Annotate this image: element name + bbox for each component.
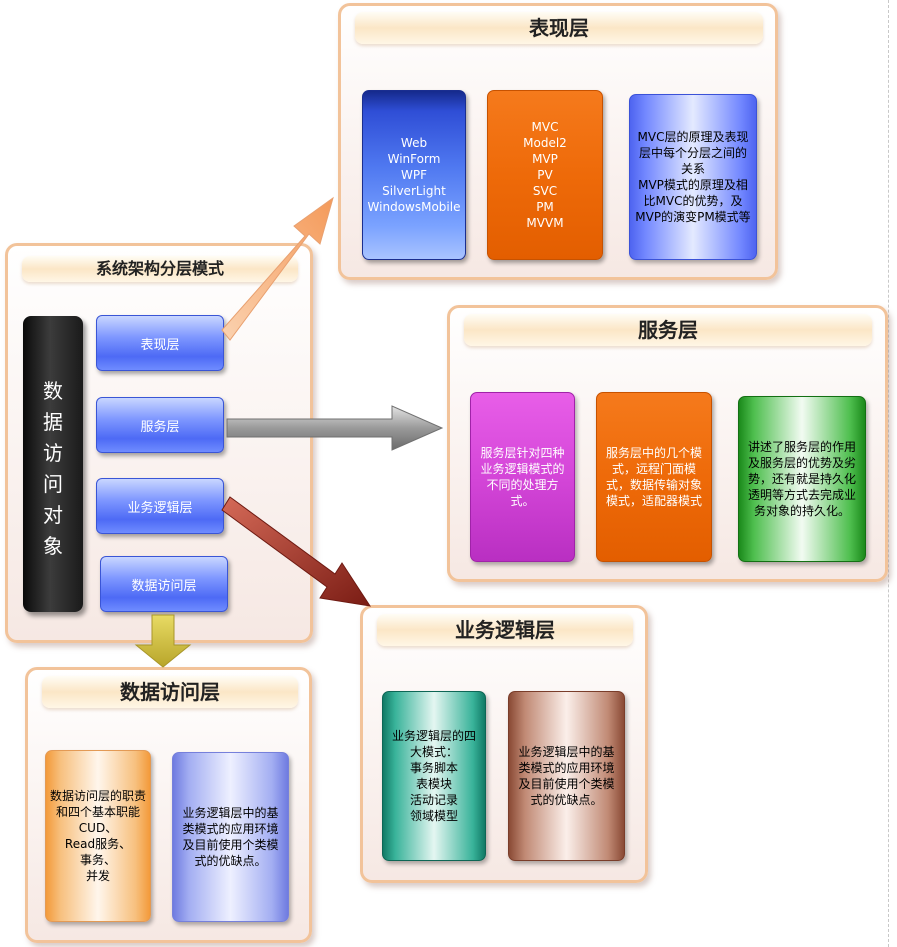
data-access-notes-text: 业务逻辑层中的基类模式的应用环境及目前使用个类模式的优缺点。 bbox=[182, 806, 279, 868]
layer-button-service[interactable]: 服务层 bbox=[96, 397, 224, 453]
service-notes-box: 讲述了服务层的作用及服务层的优势及劣势，还有就是持久化透明等方式去完成业务对象的… bbox=[738, 396, 866, 562]
page-edge-guide bbox=[888, 0, 889, 947]
business-patterns-box: 业务逻辑层的四大模式： 事务脚本 表模块 活动记录 领域模型 bbox=[382, 691, 486, 861]
data-access-title: 数据访问层 bbox=[42, 676, 298, 708]
presentation-title: 表现层 bbox=[355, 12, 763, 44]
service-notes-text: 讲述了服务层的作用及服务层的优势及劣势，还有就是持久化透明等方式去完成业务对象的… bbox=[747, 440, 856, 518]
service-title: 服务层 bbox=[464, 314, 872, 346]
service-handling-box: 服务层针对四种业务逻辑模式的不同的处理方式。 bbox=[470, 392, 575, 562]
service-patterns-box: 服务层中的几个模式，远程门面模式，数据传输对象模式，适配器模式 bbox=[596, 392, 712, 562]
data-access-notes-box: 业务逻辑层中的基类模式的应用环境及目前使用个类模式的优缺点。 bbox=[172, 752, 289, 922]
data-access-object-bar: 数 据 访 问 对 象 bbox=[23, 316, 83, 612]
layer-button-presentation[interactable]: 表现层 bbox=[96, 315, 224, 371]
data-access-object-label: 数 据 访 问 对 象 bbox=[43, 379, 63, 558]
presentation-notes-box: MVC层的原理及表现层中每个分层之间的关系 MVP模式的原理及相比MVC的优势，… bbox=[629, 94, 757, 260]
presentation-patterns-text: MVC Model2 MVP PV SVC PM MVVM bbox=[523, 120, 567, 230]
architecture-title: 系统架构分层模式 bbox=[22, 256, 298, 282]
data-access-duties-text: 数据访问层的职责和四个基本职能 CUD、 Read服务、 事务、 并发 bbox=[50, 789, 147, 883]
presentation-platforms-box: Web WinForm WPF SilverLight WindowsMobil… bbox=[362, 90, 466, 260]
presentation-platforms-text: Web WinForm WPF SilverLight WindowsMobil… bbox=[367, 136, 461, 214]
data-access-duties-box: 数据访问层的职责和四个基本职能 CUD、 Read服务、 事务、 并发 bbox=[45, 750, 151, 922]
service-handling-text: 服务层针对四种业务逻辑模式的不同的处理方式。 bbox=[480, 446, 565, 508]
presentation-notes-text: MVC层的原理及表现层中每个分层之间的关系 MVP模式的原理及相比MVC的优势，… bbox=[635, 130, 751, 224]
layer-button-data-access[interactable]: 数据访问层 bbox=[100, 556, 228, 612]
business-notes-text: 业务逻辑层中的基类模式的应用环境及目前使用个类模式的优缺点。 bbox=[518, 745, 615, 807]
business-notes-box: 业务逻辑层中的基类模式的应用环境及目前使用个类模式的优缺点。 bbox=[508, 691, 625, 861]
business-patterns-text: 业务逻辑层的四大模式： 事务脚本 表模块 活动记录 领域模型 bbox=[391, 729, 476, 823]
layer-button-business-logic[interactable]: 业务逻辑层 bbox=[96, 478, 224, 534]
service-patterns-text: 服务层中的几个模式，远程门面模式，数据传输对象模式，适配器模式 bbox=[605, 446, 702, 508]
business-logic-title: 业务逻辑层 bbox=[377, 614, 633, 646]
presentation-patterns-box: MVC Model2 MVP PV SVC PM MVVM bbox=[487, 90, 603, 260]
